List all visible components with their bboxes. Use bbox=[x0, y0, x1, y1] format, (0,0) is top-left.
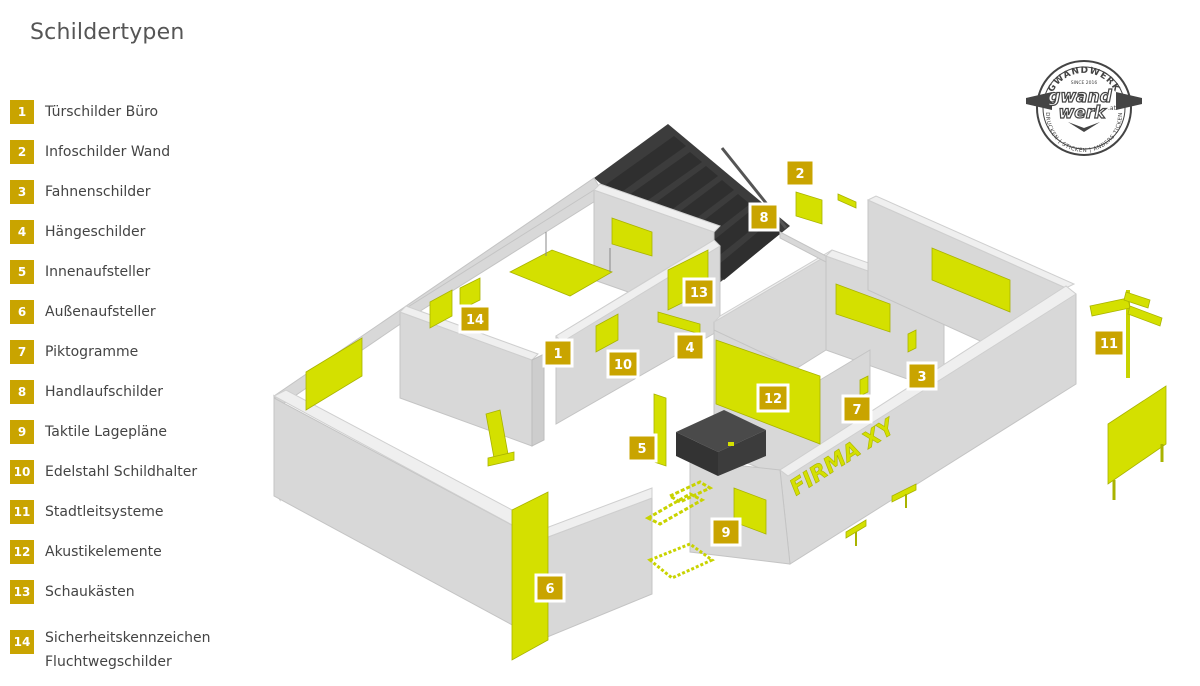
legend-label: Stadtleitsysteme bbox=[45, 504, 164, 520]
legend-number: 3 bbox=[10, 180, 34, 204]
legend-number: 8 bbox=[10, 380, 34, 404]
legend-item-11: 11 Stadtleitsysteme bbox=[10, 498, 163, 526]
legend-number: 14 bbox=[10, 630, 34, 654]
marker-9[interactable]: 9 bbox=[710, 517, 742, 547]
svg-text:8: 8 bbox=[759, 211, 768, 226]
svg-text:9: 9 bbox=[721, 526, 730, 541]
svg-text:3: 3 bbox=[917, 370, 926, 385]
legend-item-1: 1 Türschilder Büro bbox=[10, 98, 158, 126]
legend-label: Akustikelemente bbox=[45, 544, 162, 560]
svg-text:6: 6 bbox=[545, 582, 554, 597]
legend-item-13: 13 Schaukästen bbox=[10, 578, 135, 606]
marker-13[interactable]: 13 bbox=[682, 277, 716, 307]
legend-label: Türschilder Büro bbox=[45, 104, 159, 120]
legend-number: 12 bbox=[10, 540, 34, 564]
legend-label: Infoschilder Wand bbox=[45, 144, 171, 160]
svg-text:4: 4 bbox=[685, 341, 694, 356]
legend-item-14: 14 Sicherheitskennzeichen Fluchtwegschil… bbox=[10, 630, 211, 682]
svg-text:11: 11 bbox=[1100, 337, 1118, 352]
legend-number: 10 bbox=[10, 460, 34, 484]
logo-main-text-1: gwand bbox=[1048, 87, 1112, 107]
legend-number: 13 bbox=[10, 580, 34, 604]
legend-item-6: 6 Außenaufsteller bbox=[10, 298, 156, 326]
legend-item-10: 10 Edelstahl Schildhalter bbox=[10, 458, 197, 486]
legend-item-3: 3 Fahnenschilder bbox=[10, 178, 150, 206]
legend-label: Fahnenschilder bbox=[45, 184, 151, 200]
legend-label: Taktile Lagepläne bbox=[45, 424, 167, 440]
marker-14[interactable]: 14 bbox=[458, 304, 492, 334]
logo-since-text: SINCE 2016 bbox=[1071, 80, 1098, 86]
legend-item-8: 8 Handlaufschilder bbox=[10, 378, 163, 406]
legend-label: Innenaufsteller bbox=[45, 264, 151, 280]
legend-item-5: 5 Innenaufsteller bbox=[10, 258, 150, 286]
legend-label: Hängeschilder bbox=[45, 224, 146, 240]
marker-1[interactable]: 1 bbox=[542, 338, 574, 368]
marker-12[interactable]: 12 bbox=[756, 383, 790, 413]
legend-number: 7 bbox=[10, 340, 34, 364]
svg-text:10: 10 bbox=[614, 358, 632, 373]
legend-label: Piktogramme bbox=[45, 344, 139, 360]
marker-7[interactable]: 7 bbox=[841, 394, 873, 424]
legend-number: 11 bbox=[10, 500, 34, 524]
logo-main-text-2: werk bbox=[1059, 103, 1108, 123]
legend-item-2: 2 Infoschilder Wand bbox=[10, 138, 170, 166]
svg-text:2: 2 bbox=[795, 167, 804, 182]
legend-item-12: 12 Akustikelemente bbox=[10, 538, 162, 566]
marker-8[interactable]: 8 bbox=[748, 202, 780, 232]
legend-label: Außenaufsteller bbox=[45, 304, 156, 320]
legend-label: Handlaufschilder bbox=[45, 384, 164, 400]
walls bbox=[272, 177, 1077, 641]
marker-5[interactable]: 5 bbox=[626, 433, 658, 463]
svg-text:5: 5 bbox=[637, 442, 646, 457]
legend-number: 2 bbox=[10, 140, 34, 164]
legend-label: Edelstahl Schildhalter bbox=[45, 464, 198, 480]
logo-suffix-text: .at bbox=[1108, 105, 1117, 112]
svg-text:1: 1 bbox=[553, 347, 562, 362]
svg-text:7: 7 bbox=[852, 403, 861, 418]
legend-item-9: 9 Taktile Lagepläne bbox=[10, 418, 167, 446]
reception-desk bbox=[676, 410, 766, 476]
legend-label: Schaukästen bbox=[45, 584, 135, 600]
legend-item-7: 7 Piktogramme bbox=[10, 338, 138, 366]
legend-label: Sicherheitskennzeichen Fluchtwegschilder bbox=[45, 630, 211, 670]
marker-2[interactable]: 2 bbox=[784, 158, 816, 188]
svg-text:13: 13 bbox=[690, 286, 708, 301]
marker-11[interactable]: 11 bbox=[1092, 328, 1126, 358]
marker-3[interactable]: 3 bbox=[906, 361, 938, 391]
marker-10[interactable]: 10 bbox=[606, 349, 640, 379]
legend-number: 1 bbox=[10, 100, 34, 124]
legend-item-4: 4 Hängeschilder bbox=[10, 218, 145, 246]
legend-number: 6 bbox=[10, 300, 34, 324]
marker-4[interactable]: 4 bbox=[674, 332, 706, 362]
gwandwerk-logo: GWANDWERK DRUCKEN | STICKEN | ANDERS TIC… bbox=[1026, 60, 1142, 156]
svg-text:14: 14 bbox=[466, 313, 484, 328]
stairs bbox=[594, 124, 790, 284]
legend-number: 5 bbox=[10, 260, 34, 284]
svg-text:12: 12 bbox=[764, 392, 782, 407]
page-title: Schildertypen bbox=[30, 20, 185, 45]
marker-6[interactable]: 6 bbox=[534, 573, 566, 603]
legend-number: 9 bbox=[10, 420, 34, 444]
legend-number: 4 bbox=[10, 220, 34, 244]
